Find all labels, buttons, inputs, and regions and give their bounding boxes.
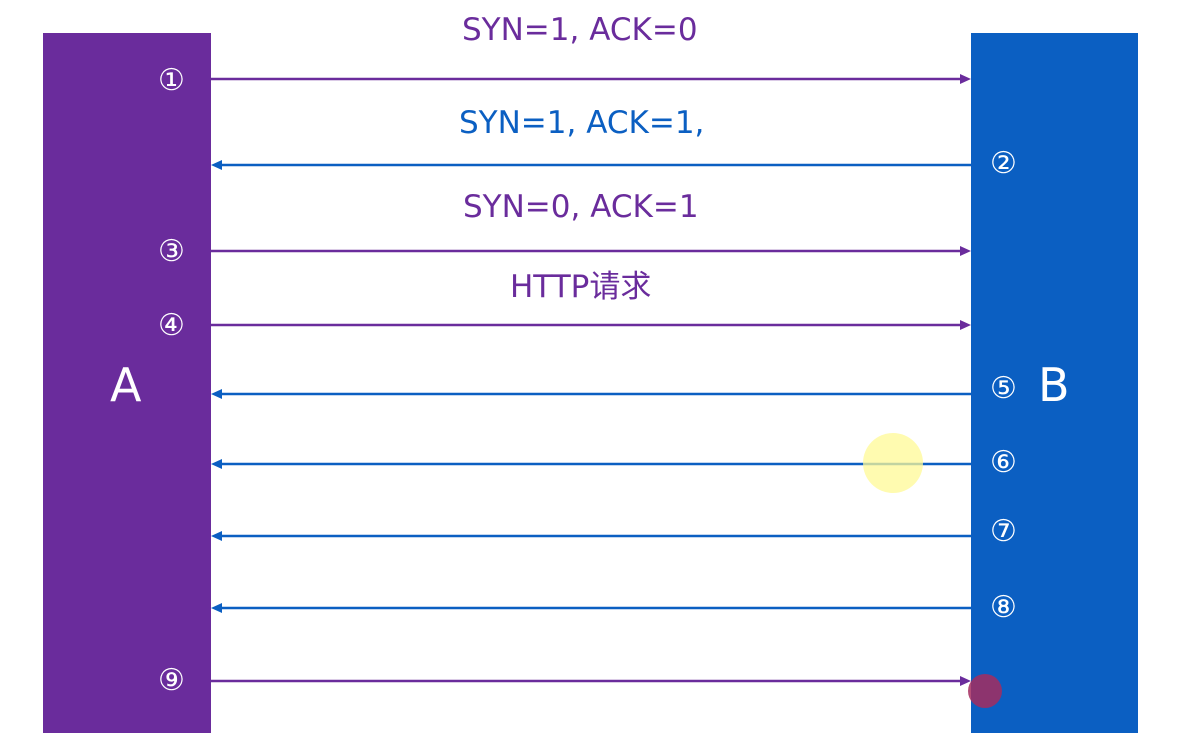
arrow-step-1: [211, 74, 971, 84]
arrowhead-9: [960, 676, 971, 686]
cursor-highlight: [863, 433, 923, 493]
arrow-step-9: [211, 676, 971, 686]
arrowhead-8: [211, 603, 222, 613]
step-number-8: ⑧: [990, 590, 1017, 625]
arrowhead-4: [960, 320, 971, 330]
arrow-step-3: [211, 246, 971, 256]
node-b-panel: [971, 33, 1138, 733]
step-number-5: ⑤: [990, 371, 1017, 406]
node-a-panel: [43, 33, 211, 733]
message-http-request: HTTP请求: [510, 269, 652, 305]
message-syn-0-ack-1: SYN=0, ACK=1: [463, 189, 699, 225]
arrowhead-1: [960, 74, 971, 84]
arrowhead-5: [211, 389, 222, 399]
arrow-step-5: [211, 389, 971, 399]
node-a-label: A: [110, 358, 142, 412]
step-number-3: ③: [158, 234, 185, 269]
arrow-step-6: [211, 459, 971, 469]
step-number-6: ⑥: [990, 445, 1017, 480]
step-number-9: ⑨: [158, 663, 185, 698]
arrow-step-2: [211, 160, 971, 170]
step-number-2: ②: [990, 146, 1017, 181]
arrowhead-3: [960, 246, 971, 256]
arrow-step-4: [211, 320, 971, 330]
step-number-1: ①: [158, 63, 185, 98]
message-syn-1-ack-0: SYN=1, ACK=0: [462, 12, 698, 48]
arrowhead-6: [211, 459, 222, 469]
arrowhead-2: [211, 160, 222, 170]
arrow-step-7: [211, 531, 971, 541]
arrowhead-7: [211, 531, 222, 541]
arrow-step-8: [211, 603, 971, 613]
step-number-4: ④: [158, 308, 185, 343]
node-b-label: B: [1038, 358, 1070, 412]
step-number-7: ⑦: [990, 514, 1017, 549]
message-syn-1-ack-1: SYN=1, ACK=1,: [459, 105, 705, 141]
cursor-dot: [968, 674, 1002, 708]
